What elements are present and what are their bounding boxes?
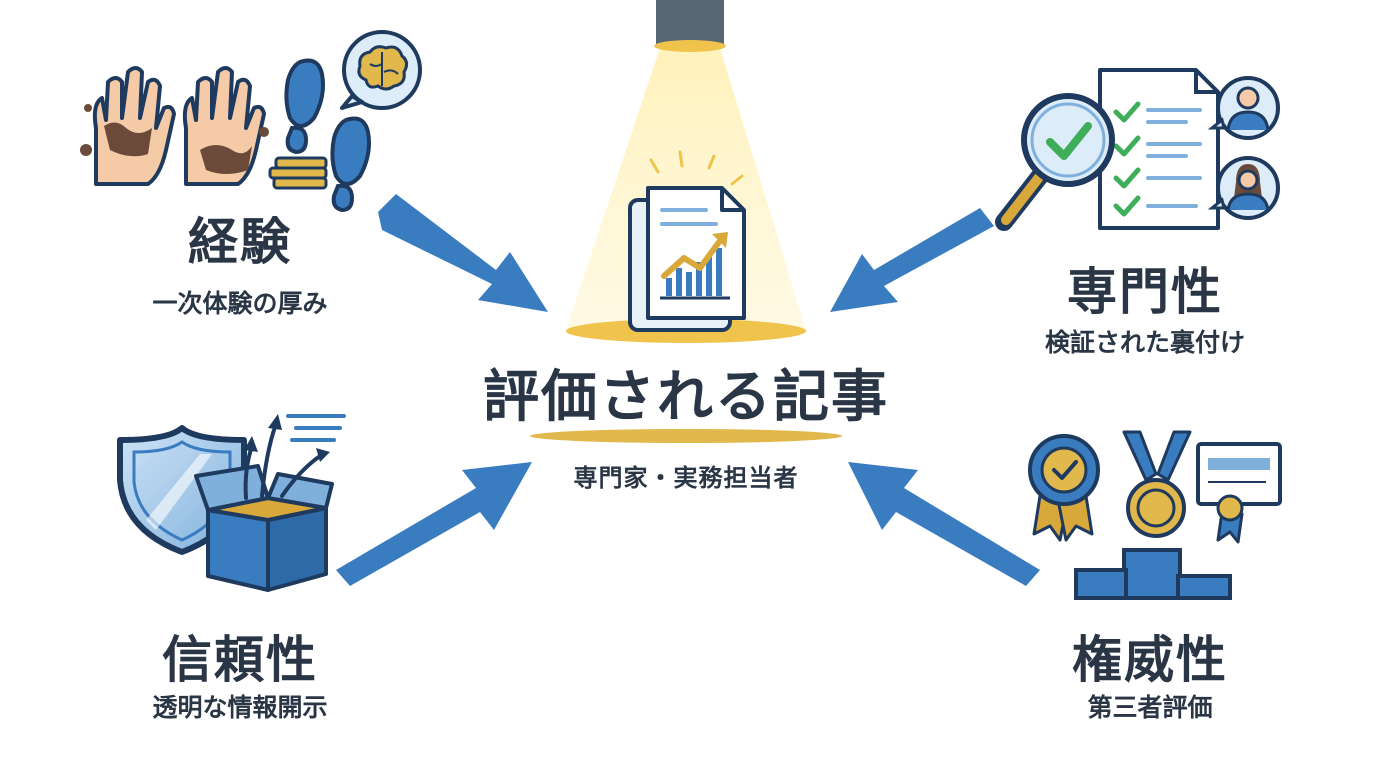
- person-avatar-icon: [1207, 76, 1280, 140]
- podium-icon: [1074, 548, 1232, 600]
- center-title: 評価される記事: [483, 365, 889, 430]
- medal-icon: [1122, 430, 1192, 538]
- expertise-title: 専門性: [1067, 263, 1223, 321]
- magnifier-check-icon: [995, 93, 1115, 231]
- arrows: [336, 194, 1040, 586]
- open-box-icon: [194, 414, 346, 592]
- title-underline: [530, 429, 842, 443]
- arrow-authority: [848, 462, 1040, 586]
- trust-subtitle: 透明な情報開示: [152, 693, 328, 722]
- expertise-subtitle: 検証された裏付け: [1044, 328, 1245, 357]
- hands-icon: [80, 66, 269, 186]
- trust-title: 信頼性: [162, 631, 318, 689]
- footprints-icon: [284, 58, 371, 213]
- books-icon: [268, 156, 328, 190]
- arrow-experience: [378, 194, 548, 312]
- center-subtitle: 専門家・実務担当者: [573, 464, 799, 492]
- experience-subtitle: 一次体験の厚み: [152, 289, 328, 318]
- arrow-expertise: [830, 208, 994, 312]
- brain-bubble-icon: [340, 30, 422, 110]
- authority-title: 権威性: [1072, 631, 1228, 689]
- authority-subtitle: 第三者評価: [1087, 693, 1213, 722]
- experience-title: 経験: [188, 213, 292, 271]
- rosette-badge-icon: [1028, 434, 1100, 542]
- arrow-trust: [336, 462, 532, 586]
- report-document-icon: [628, 150, 746, 332]
- checklist-document-icon: [1098, 68, 1220, 230]
- person-avatar-icon: [1207, 156, 1280, 220]
- certificate-icon: [1196, 442, 1282, 544]
